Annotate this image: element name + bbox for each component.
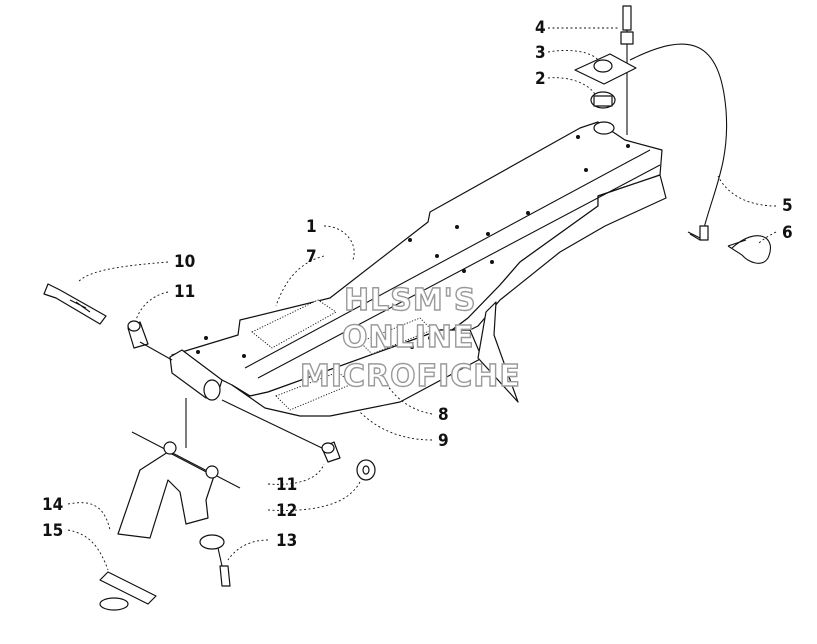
watermark-line-3: MICROFICHE [300, 359, 521, 394]
callout-12: 12 [276, 501, 297, 521]
washer [356, 459, 376, 481]
bushing-front [127, 320, 149, 349]
callout-2: 2 [535, 69, 546, 89]
callout-13: 13 [276, 531, 297, 551]
callout-11-lower: 11 [276, 475, 297, 495]
callout-7: 7 [306, 247, 317, 267]
rear-mount-stack [574, 5, 637, 135]
callout-9: 9 [438, 431, 449, 451]
watermark-line-2: ONLINE [342, 320, 475, 355]
callout-5: 5 [782, 196, 793, 216]
hair-pin-clip [727, 235, 771, 264]
callout-14: 14 [42, 495, 63, 515]
callout-3: 3 [535, 43, 546, 63]
bolt [43, 283, 107, 325]
leader-lines [67, 27, 777, 571]
bushing-rear [321, 441, 341, 463]
callout-labels: 1 2 3 4 5 6 7 8 9 10 11 11 12 13 14 15 [42, 18, 793, 551]
tether-cable [629, 43, 728, 241]
callout-4: 4 [535, 18, 546, 38]
callout-11-upper: 11 [174, 282, 195, 302]
watermark: HLSM'S ONLINE MICROFICHE [299, 282, 521, 394]
skid-plate [169, 121, 667, 417]
lower-bracket [99, 398, 241, 611]
callout-15: 15 [42, 521, 63, 541]
callout-8: 8 [438, 405, 449, 425]
callout-10: 10 [174, 252, 195, 272]
watermark-line-1: HLSM'S [344, 283, 476, 318]
callout-1: 1 [306, 217, 317, 237]
callout-6: 6 [782, 223, 793, 243]
